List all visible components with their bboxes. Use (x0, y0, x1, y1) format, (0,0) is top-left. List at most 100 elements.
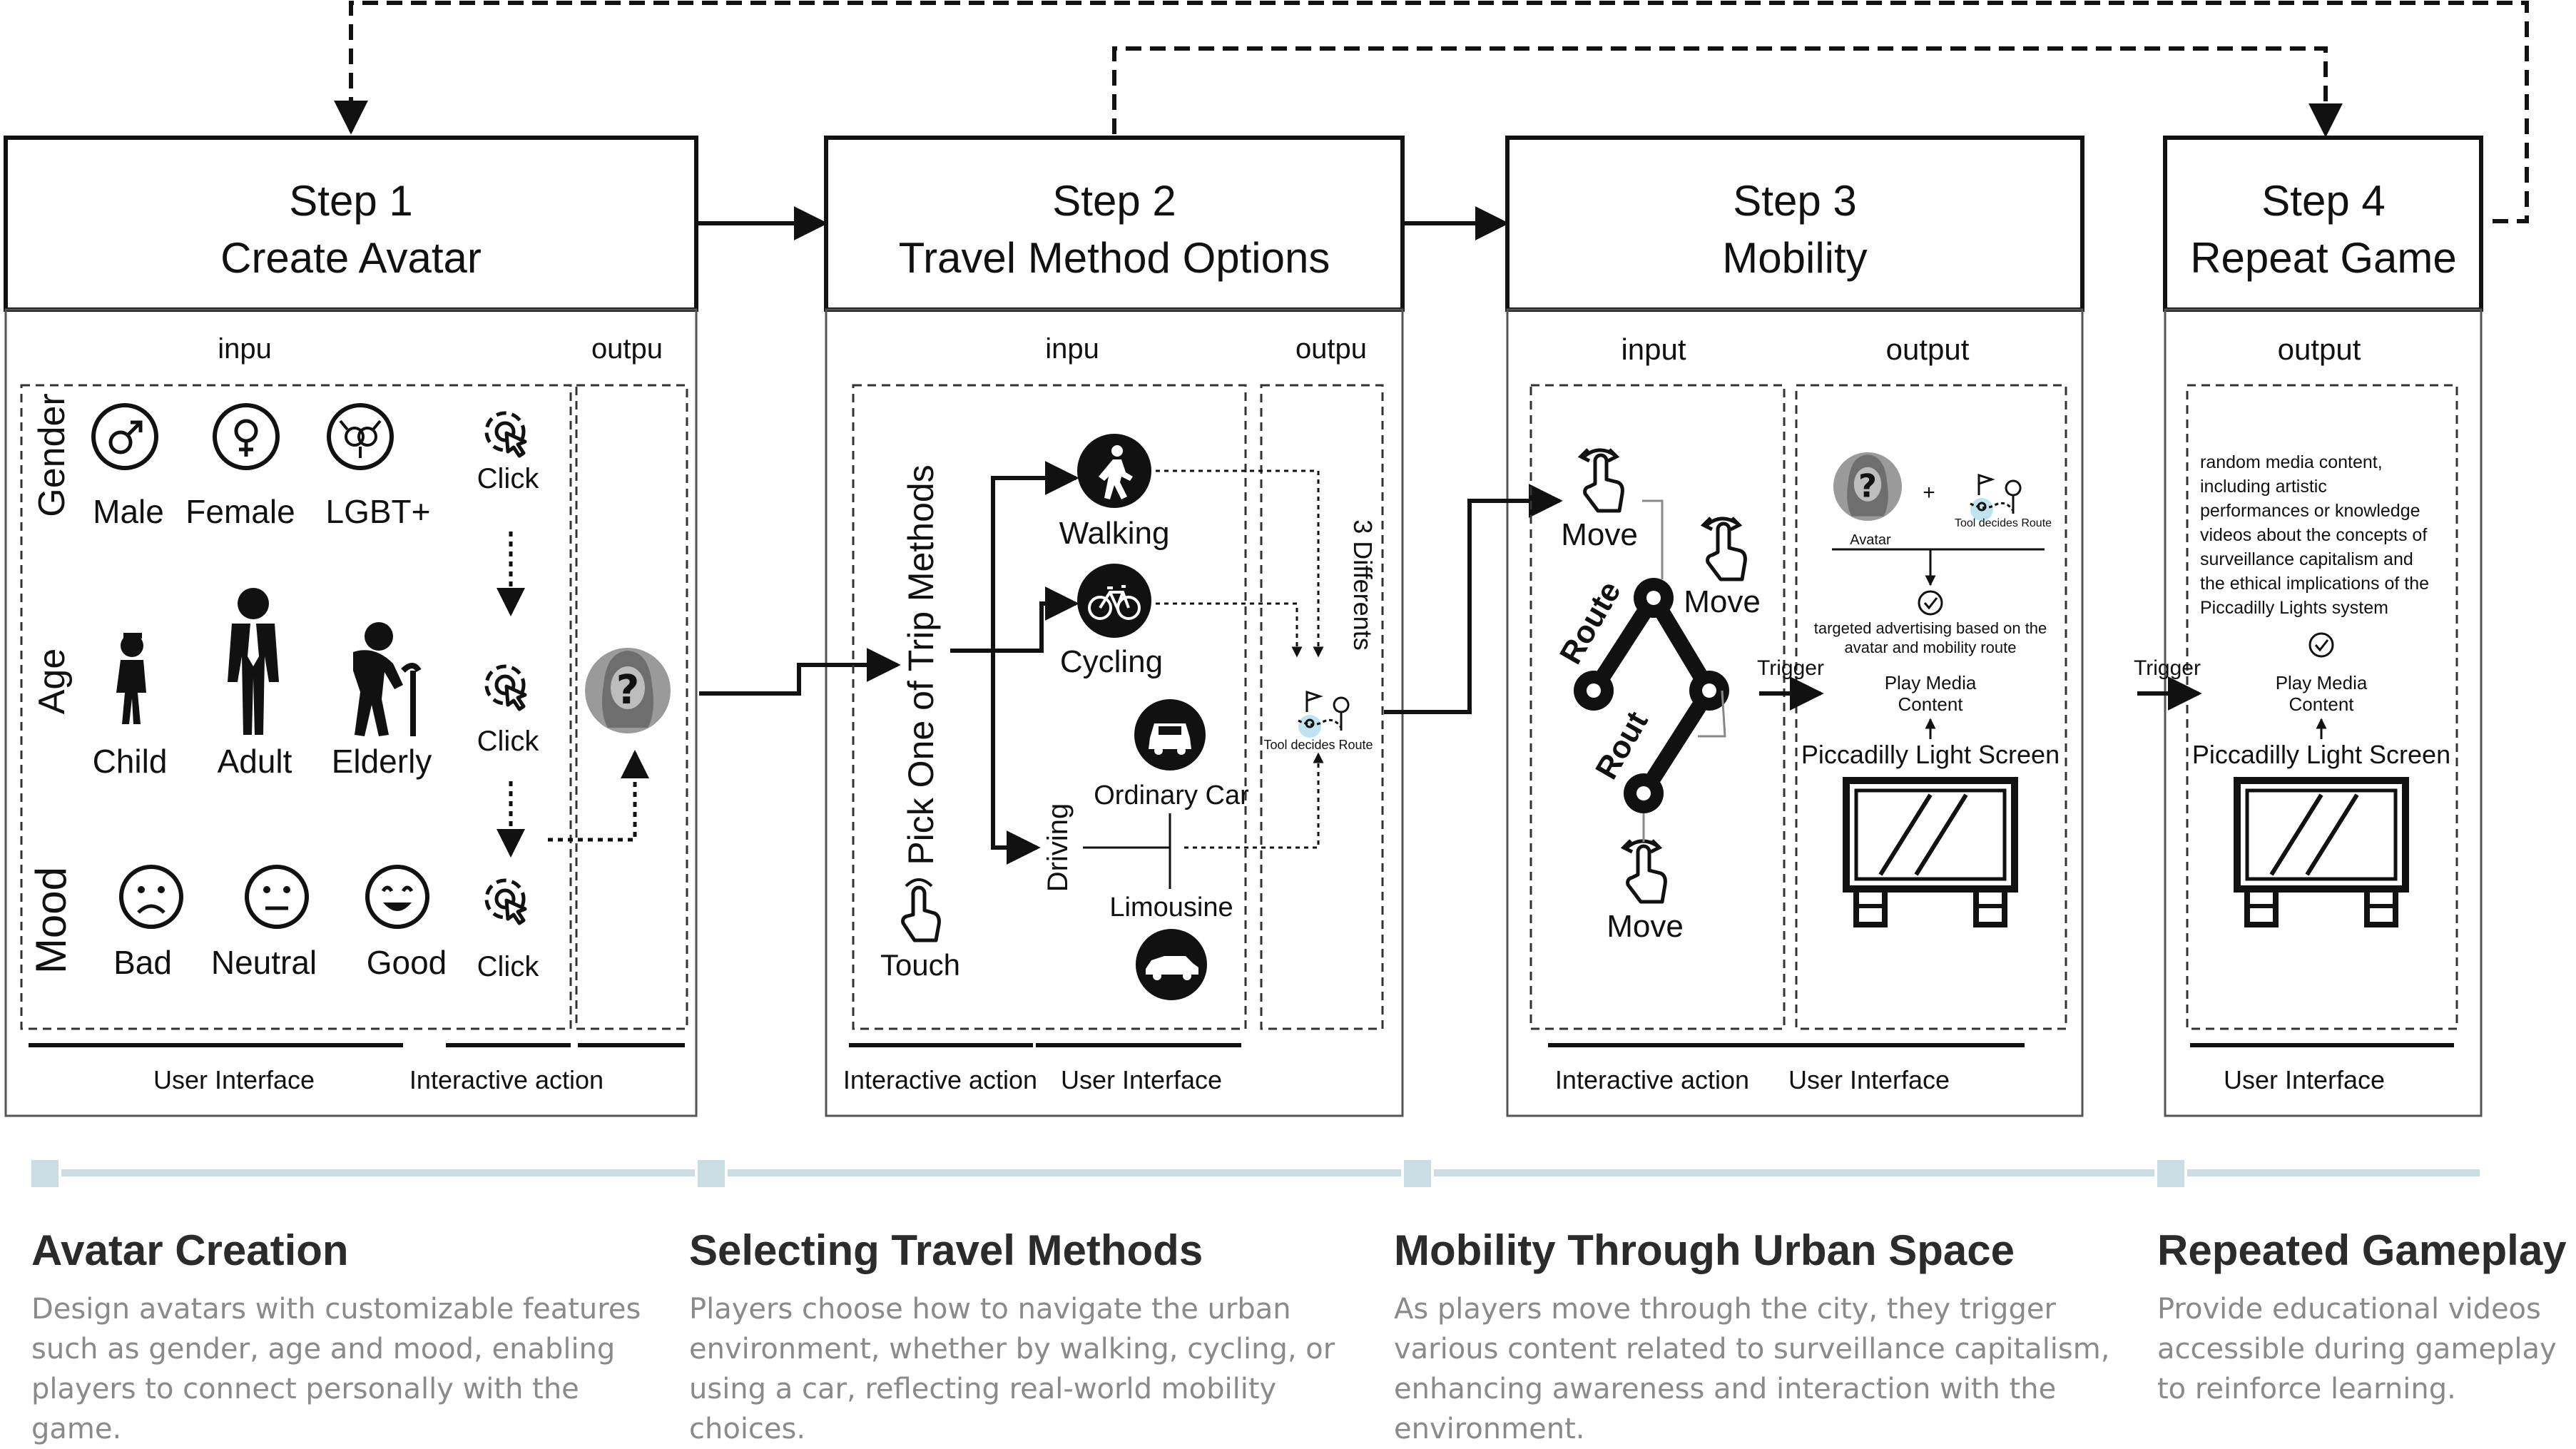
step2-header: Step 2 Travel Method Options (824, 136, 1405, 312)
step3-footer-ui: User Interface (1788, 1065, 1950, 1094)
stage-selecting-travel: Selecting Travel Methods Players choose … (689, 1226, 1360, 1449)
timeline-marker-2 (695, 1157, 728, 1190)
play-media-line2: Content (1898, 693, 1963, 715)
bicycle-icon (1077, 564, 1151, 638)
mood-option-good: Good (367, 944, 447, 981)
car-icon (1134, 699, 1206, 771)
step3-panel (1506, 308, 2084, 1117)
stage-repeated-gameplay: Repeated Gameplay Provide educational vi… (2157, 1226, 2571, 1409)
step3-content: input output Move Move Move Route Rout T… (1529, 332, 2067, 1094)
timeline-marker-4 (2154, 1157, 2187, 1190)
gender-option-female: Female (185, 493, 295, 530)
plus-sign: + (1923, 481, 1935, 504)
random-text-line7: Piccadilly Lights system (2200, 598, 2388, 618)
step4-trigger-label: Trigger (2134, 656, 2201, 680)
step3-number: Step 3 (1733, 177, 1856, 225)
ad-text-line2: avatar and mobility route (1845, 639, 2017, 656)
screen-icon-step4 (2237, 781, 2406, 925)
male-icon (91, 403, 158, 470)
step4-content: output Trigger random media content, inc… (2134, 332, 2458, 1094)
gender-row-label: Gender (31, 393, 73, 517)
gender-option-lgbt: LGBT+ (325, 493, 430, 530)
screen-label-step3: Piccadilly Light Screen (1801, 740, 2060, 769)
step2-title: Travel Method Options (899, 234, 1330, 282)
step4-footer-ui: User Interface (2224, 1065, 2385, 1094)
timeline (29, 1157, 2480, 1190)
step3-header: Step 3 Mobility (1505, 136, 2084, 312)
neutral-face-icon (245, 865, 309, 929)
check-icon (1918, 590, 1943, 616)
tool-decides-route-label-step3: Tool decides Route (1955, 517, 2052, 529)
step4-number: Step 4 (2261, 177, 2385, 225)
stage-avatar-creation: Avatar Creation Design avatars with cust… (31, 1226, 673, 1449)
step1-content: inpu outpu Gender Age Mood Mal (20, 333, 688, 1094)
cycling-label: Cycling (1060, 644, 1163, 679)
mood-option-neutral: Neutral (211, 944, 317, 981)
step3-input-label: input (1621, 332, 1686, 366)
child-icon (116, 633, 146, 724)
step4-play-media-line1: Play Media (2276, 672, 2368, 693)
click-icon-gender (487, 413, 525, 456)
step1-title: Create Avatar (220, 234, 482, 282)
step1-footer-action: Interactive action (409, 1065, 604, 1094)
gender-option-male: Male (93, 493, 164, 530)
click-icon-age (487, 666, 525, 709)
touch-icon (901, 878, 941, 942)
arrow-step2-to-step3 (1384, 484, 1563, 714)
step1-input-label: inpu (218, 333, 272, 365)
step1-footer-ui: User Interface (153, 1065, 315, 1094)
play-media-line1: Play Media (1885, 672, 1977, 693)
click-label-age: Click (477, 726, 540, 757)
stage-title: Repeated Gameplay (2157, 1226, 2567, 1274)
step3-trigger-label: Trigger (1757, 656, 1824, 680)
feedback-loops (334, 1, 2529, 223)
move-label-1: Move (1561, 517, 1638, 552)
click-icon-mood (487, 880, 525, 923)
elderly-icon (353, 622, 422, 736)
age-option-adult: Adult (218, 743, 292, 780)
mood-row-label: Mood (27, 867, 75, 974)
arrow-avatar-to-step2 (699, 648, 901, 696)
ordinary-car-label: Ordinary Car (1094, 781, 1249, 810)
click-label-mood: Click (477, 951, 540, 982)
walking-label: Walking (1059, 516, 1170, 551)
route-graph (1574, 499, 1729, 842)
step4-output-label: output (2278, 332, 2361, 366)
step4-title: Repeat Game (2190, 234, 2457, 282)
stage-description: Players choose how to navigate the urban… (689, 1293, 1335, 1445)
step3-title: Mobility (1722, 234, 1867, 282)
step2-footer-ui: User Interface (1061, 1065, 1222, 1094)
step4-play-media-line2: Content (2289, 693, 2354, 715)
step4-header: Step 4 Repeat Game (2163, 136, 2483, 312)
route-tool-icon (1297, 691, 1350, 739)
step3-output-label: output (1886, 332, 1970, 366)
move-icon-1 (1581, 449, 1622, 511)
stage-description: Provide educational videos accessible du… (2157, 1293, 2557, 1405)
rout-label: Rout (1589, 706, 1655, 785)
adult-icon (228, 588, 279, 735)
check-icon-step4 (2308, 632, 2334, 658)
ad-text-line1: targeted advertising based on the (1814, 619, 2047, 637)
stage-description: Design avatars with customizable feature… (31, 1293, 641, 1445)
step1-panel (4, 308, 698, 1117)
route-tool-icon-step3 (1969, 474, 2022, 522)
avatar-small-label: Avatar (1850, 532, 1891, 548)
random-text-line1: random media content, (2200, 452, 2383, 472)
click-label-gender: Click (477, 463, 540, 494)
random-text-line5: surveillance capitalism and (2200, 549, 2413, 569)
stage-title: Selecting Travel Methods (689, 1226, 1203, 1274)
limousine-icon (1136, 929, 1207, 1000)
bad-face-icon (119, 865, 183, 929)
lgbt-icon (327, 403, 394, 470)
step2-number: Step 2 (1052, 177, 1176, 225)
step1-header: Step 1 Create Avatar (4, 136, 698, 312)
step2-content: inpu outpu Pick One of Trip Methods Touc… (843, 333, 1384, 1094)
step4-panel (2164, 308, 2483, 1117)
step3-footer-action: Interactive action (1555, 1065, 1749, 1094)
move-icon-3 (1624, 840, 1665, 902)
step1-output-label: outpu (591, 333, 663, 365)
good-face-icon (365, 865, 429, 929)
random-text-line6: the ethical implications of the (2200, 574, 2429, 594)
random-text-line4: videos about the concepts of (2200, 525, 2427, 545)
stage-description: As players move through the city, they t… (1394, 1293, 2110, 1445)
